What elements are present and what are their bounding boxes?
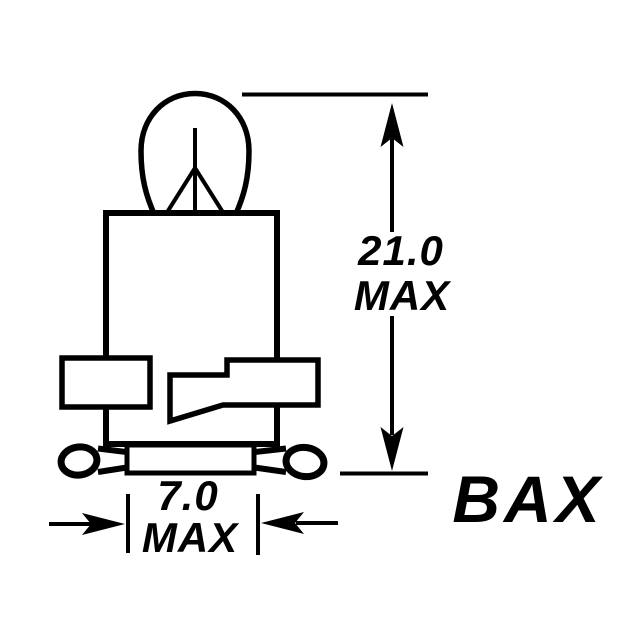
wire-loop-left — [57, 443, 131, 479]
arrowhead-down-icon — [380, 427, 404, 471]
left-flange — [59, 355, 153, 410]
width-dimension-value: 7.0 — [157, 472, 219, 519]
arrowhead-up-icon — [380, 103, 404, 147]
width-dimension — [49, 494, 338, 555]
width-dimension-qualifier: MAX — [141, 514, 239, 561]
bulb-figure — [57, 90, 328, 481]
wire-loop-right — [250, 443, 328, 481]
arrowhead-left-icon — [261, 512, 304, 534]
arrowhead-right-icon — [82, 513, 125, 535]
filament — [164, 128, 226, 216]
contact-plate — [167, 357, 321, 425]
height-dimension-qualifier: MAX — [353, 272, 451, 319]
part-label: BAX — [452, 462, 604, 536]
base-collar — [124, 442, 257, 476]
height-dimension — [242, 92, 428, 476]
height-dimension-value: 21.0 — [358, 227, 444, 274]
